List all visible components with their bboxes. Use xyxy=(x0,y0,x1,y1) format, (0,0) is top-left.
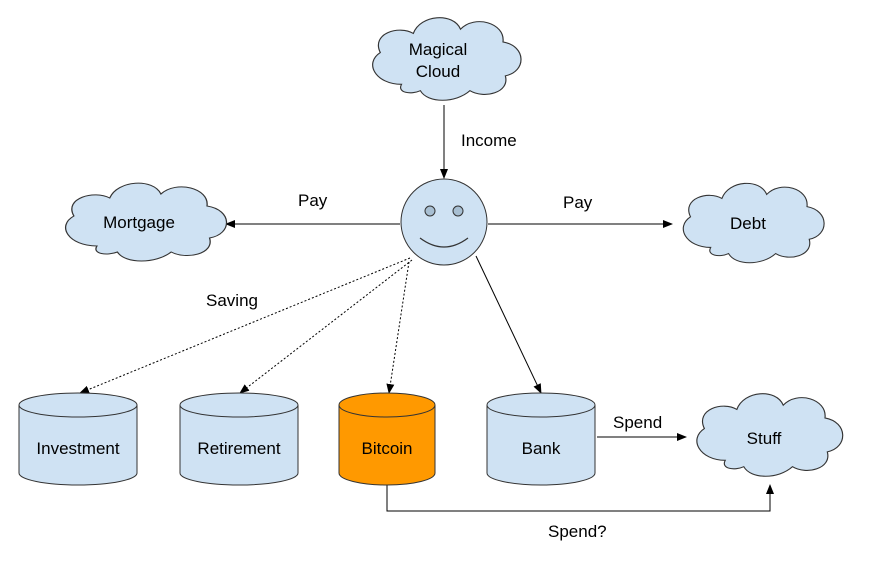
retirement-label: Retirement xyxy=(197,439,280,458)
smiley-right-eye xyxy=(452,205,464,217)
magical-cloud-label-line2: Cloud xyxy=(416,62,460,81)
mortgage-label: Mortgage xyxy=(103,213,175,232)
investment-label: Investment xyxy=(36,439,119,458)
magical-cloud-label-line1: Magical xyxy=(409,40,468,59)
bitcoin-label: Bitcoin xyxy=(361,439,412,458)
saving-investment-edge xyxy=(79,257,411,394)
saving-retirement-edge xyxy=(239,259,413,394)
bank-label: Bank xyxy=(522,439,561,458)
bank-node xyxy=(486,392,596,486)
smiley-left-eye xyxy=(424,205,436,217)
spend-label: Spend xyxy=(613,413,662,432)
pay-mortgage-label: Pay xyxy=(298,191,328,210)
smiley-mouth xyxy=(419,237,469,248)
bank-edge xyxy=(475,255,542,394)
debt-label: Debt xyxy=(730,214,766,233)
pay-debt-label: Pay xyxy=(563,193,593,212)
smiley-face-icon xyxy=(400,178,488,266)
income-label: Income xyxy=(461,131,517,150)
stuff-label: Stuff xyxy=(747,429,782,448)
saving-bitcoin-edge xyxy=(386,261,410,394)
spend-question-edge xyxy=(386,484,774,512)
edge-labels: Income Pay Pay Saving Spend Spend? xyxy=(206,131,662,541)
edges xyxy=(79,105,774,512)
investment-node xyxy=(18,392,138,486)
bitcoin-node xyxy=(338,392,436,486)
retirement-node xyxy=(179,392,299,486)
person-node xyxy=(400,178,488,266)
spend-question-label: Spend? xyxy=(548,522,607,541)
saving-label: Saving xyxy=(206,291,258,310)
